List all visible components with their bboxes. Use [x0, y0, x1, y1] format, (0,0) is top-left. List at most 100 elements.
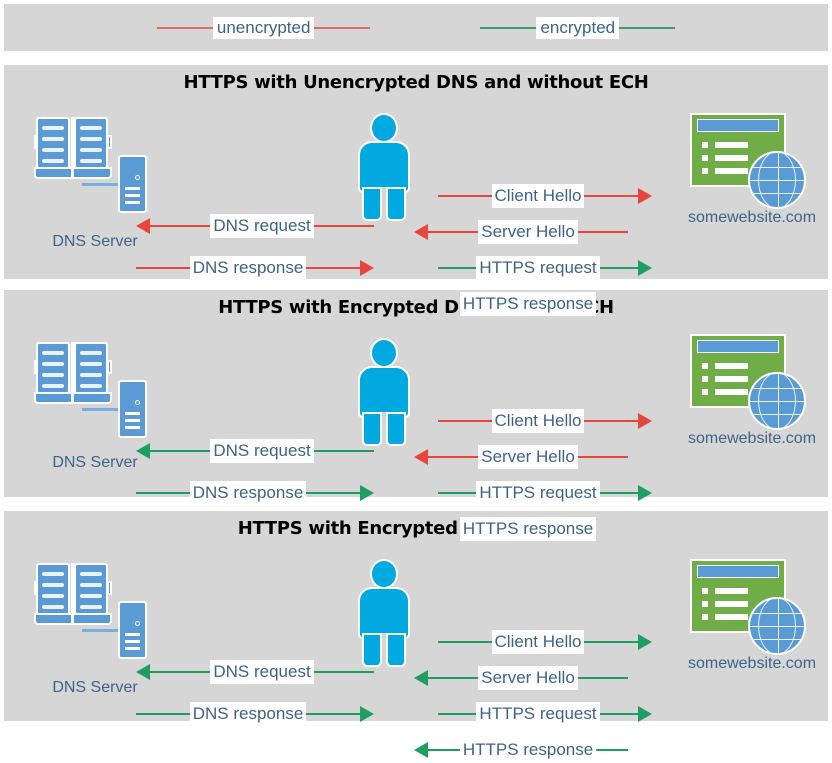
- arrow-head-left: [414, 670, 428, 686]
- book-text-line: [80, 572, 102, 576]
- flow-label: Client Hello: [491, 409, 585, 433]
- server-indicator-dot: [135, 175, 140, 180]
- flow-arrow-https-request: HTTPS request: [438, 255, 652, 281]
- arrow-line: [150, 450, 211, 452]
- flow-arrow-dns-request: DNS request: [136, 659, 375, 685]
- flow-arrow-dns-response: DNS response: [136, 701, 374, 727]
- arrow-line: [428, 456, 479, 458]
- person-body: [358, 587, 410, 639]
- book-icon: [34, 340, 112, 404]
- bullet-icon: [702, 376, 708, 382]
- content-line: [715, 363, 748, 369]
- flow-label: Client Hello: [491, 184, 585, 208]
- user-person-icon: [356, 559, 412, 667]
- legend-label-unencrypted: unencrypted: [212, 16, 315, 39]
- arrow-line: [136, 713, 190, 715]
- arrow-line: [438, 492, 477, 494]
- server-connector-line: [82, 629, 120, 632]
- bullet-icon: [702, 155, 708, 161]
- bullet-icon: [702, 142, 708, 148]
- server-tower-icon: [118, 380, 147, 438]
- book-text-line: [42, 594, 64, 598]
- arrow-head-left: [414, 742, 428, 758]
- dns-server-label: DNS Server: [52, 679, 138, 696]
- person-head: [370, 559, 398, 589]
- book-text-line: [42, 384, 64, 388]
- flow-arrow-https-response: HTTPS response: [414, 516, 629, 542]
- flow-label: DNS request: [210, 439, 314, 463]
- browser-title-bar: [697, 565, 779, 578]
- book-text-line: [80, 594, 102, 598]
- server-indicator-dot: [135, 621, 140, 626]
- flow-arrow-dns-response: DNS response: [136, 480, 374, 506]
- person-leg-left: [362, 633, 382, 667]
- flow-arrow-dns-response: DNS response: [136, 255, 374, 281]
- book-text-line: [42, 126, 64, 130]
- arrow-line: [584, 420, 638, 422]
- arrow-head-right: [360, 706, 374, 722]
- globe-icon: [748, 372, 806, 430]
- arrow-head-left: [414, 224, 428, 240]
- arrow-line: [584, 641, 638, 643]
- flow-arrow-https-request: HTTPS request: [438, 480, 652, 506]
- arrow-line: [428, 677, 479, 679]
- person-leg-left: [362, 187, 382, 221]
- flow-label: Server Hello: [478, 666, 578, 690]
- book-page-left: [36, 563, 70, 615]
- server-tower-icon: [118, 601, 147, 659]
- bullet-icon: [702, 588, 708, 594]
- panel-title: HTTPS with Unencrypted DNS and without E…: [183, 72, 649, 93]
- book-text-line: [80, 351, 102, 355]
- arrow-head-right: [638, 634, 652, 650]
- book-text-line: [42, 605, 64, 609]
- bullet-icon: [702, 363, 708, 369]
- server-slot: [125, 640, 140, 643]
- person-head: [370, 113, 398, 143]
- arrow-line: [577, 231, 629, 233]
- arrow-head-left: [136, 443, 150, 459]
- website-icon: somewebsite.com: [672, 559, 822, 674]
- diagram-panel-1: HTTPS with Unencrypted DNS and without E…: [4, 65, 828, 316]
- person-body: [358, 141, 410, 193]
- server-slot: [125, 633, 140, 636]
- book-text-line: [42, 137, 64, 141]
- globe-icon: [748, 151, 806, 209]
- book-bottom-edge: [34, 167, 112, 179]
- flow-arrow-dns-request: DNS request: [136, 213, 375, 239]
- bullet-icon: [702, 389, 708, 395]
- globe-icon: [748, 597, 806, 655]
- dns-server-icon: [32, 340, 172, 450]
- book-page-right: [74, 342, 108, 394]
- server-connector-line: [82, 183, 120, 186]
- book-page-right: [74, 117, 108, 169]
- flow-label: Server Hello: [478, 220, 578, 244]
- book-text-line: [80, 159, 102, 163]
- book-text-line: [80, 126, 102, 130]
- content-line: [715, 155, 748, 161]
- arrow-head-left: [136, 664, 150, 680]
- book-spine: [71, 117, 75, 169]
- book-text-line: [80, 583, 102, 587]
- book-spine: [71, 342, 75, 394]
- book-text-line: [80, 148, 102, 152]
- book-text-line: [42, 351, 64, 355]
- flow-arrow-dns-request: DNS request: [136, 438, 375, 464]
- diagram-panel-3: HTTPS with Encrypted DNS and ECH DNS Ser…: [4, 511, 828, 762]
- arrow-head-right: [638, 188, 652, 204]
- arrow-head-right: [638, 485, 652, 501]
- server-slot: [125, 426, 140, 429]
- book-text-line: [42, 373, 64, 377]
- person-leg-gap: [382, 633, 386, 667]
- arrow-line: [438, 267, 477, 269]
- person-body: [358, 366, 410, 418]
- dns-server-label: DNS Server: [52, 454, 138, 471]
- flow-label: HTTPS response: [459, 738, 597, 762]
- flow-label: HTTPS response: [459, 517, 597, 541]
- content-line: [715, 601, 748, 607]
- arrow-line: [438, 641, 492, 643]
- arrow-head-right: [360, 485, 374, 501]
- book-icon: [34, 561, 112, 625]
- flow-label: DNS response: [189, 256, 307, 280]
- arrow-head-left: [136, 218, 150, 234]
- flow-label: DNS request: [210, 660, 314, 684]
